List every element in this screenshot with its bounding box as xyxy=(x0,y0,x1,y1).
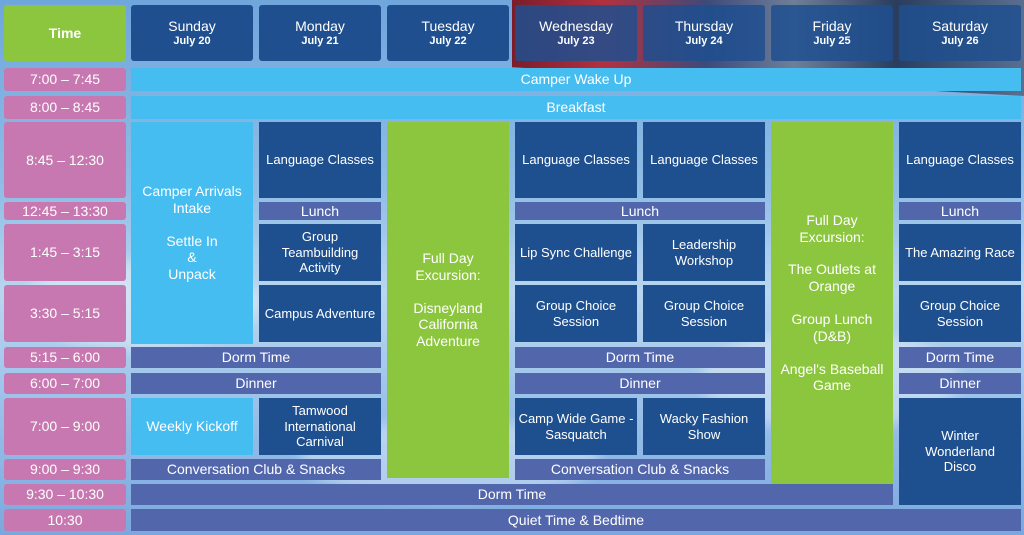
time-slot: 9:00 – 9:30 xyxy=(4,459,126,480)
event-sun-mon-conversation-club: Conversation Club & Snacks xyxy=(131,459,381,480)
event-thursday-language-classes: Language Classes xyxy=(643,122,765,198)
event-monday-language-classes: Language Classes xyxy=(259,122,381,198)
event-camper-wake-up: Camper Wake Up xyxy=(131,68,1021,91)
event-saturday-amazing-race: The Amazing Race xyxy=(899,224,1021,281)
event-sunday-arrivals: Camper Arrivals Intake Settle In & Unpac… xyxy=(131,122,253,344)
event-dorm-time-all: Dorm Time xyxy=(131,484,893,505)
event-sun-mon-dinner: Dinner xyxy=(131,373,381,394)
event-saturday-dinner: Dinner xyxy=(899,373,1021,394)
event-wednesday-lip-sync: Lip Sync Challenge xyxy=(515,224,637,281)
time-slot: 10:30 xyxy=(4,509,126,531)
event-monday-lunch: Lunch xyxy=(259,202,381,220)
event-breakfast: Breakfast xyxy=(131,96,1021,119)
event-friday-excursion: Full Day Excursion: The Outlets at Orang… xyxy=(771,122,893,484)
event-wednesday-language-classes: Language Classes xyxy=(515,122,637,198)
time-slot: 5:15 – 6:00 xyxy=(4,347,126,368)
time-slot: 6:00 – 7:00 xyxy=(4,373,126,394)
event-wed-thu-lunch: Lunch xyxy=(515,202,765,220)
time-slot: 1:45 – 3:15 xyxy=(4,224,126,281)
event-quiet-time: Quiet Time & Bedtime xyxy=(131,509,1021,531)
event-wed-thu-dinner: Dinner xyxy=(515,373,765,394)
time-slot: 3:30 – 5:15 xyxy=(4,285,126,342)
event-saturday-lunch: Lunch xyxy=(899,202,1021,220)
event-saturday-language-classes: Language Classes xyxy=(899,122,1021,198)
time-slot: 8:45 – 12:30 xyxy=(4,122,126,198)
event-wed-thu-conversation-club: Conversation Club & Snacks xyxy=(515,459,765,480)
time-slot: 9:30 – 10:30 xyxy=(4,484,126,505)
event-monday-campus-adventure: Campus Adventure xyxy=(259,285,381,342)
event-saturday-dorm-time: Dorm Time xyxy=(899,347,1021,368)
time-slot: 8:00 – 8:45 xyxy=(4,96,126,119)
time-slot: 7:00 – 9:00 xyxy=(4,398,126,455)
time-slot: 12:45 – 13:30 xyxy=(4,202,126,220)
event-wednesday-camp-wide-game: Camp Wide Game -Sasquatch xyxy=(515,398,637,455)
event-wed-thu-dorm-time: Dorm Time xyxy=(515,347,765,368)
event-sunday-weekly-kickoff: Weekly Kickoff xyxy=(131,398,253,455)
event-tuesday-excursion: Full Day Excursion: Disneyland Californi… xyxy=(387,122,509,478)
event-sun-mon-dorm-time: Dorm Time xyxy=(131,347,381,368)
time-slot: 7:00 – 7:45 xyxy=(4,68,126,91)
time-column-header: Time xyxy=(4,5,126,61)
